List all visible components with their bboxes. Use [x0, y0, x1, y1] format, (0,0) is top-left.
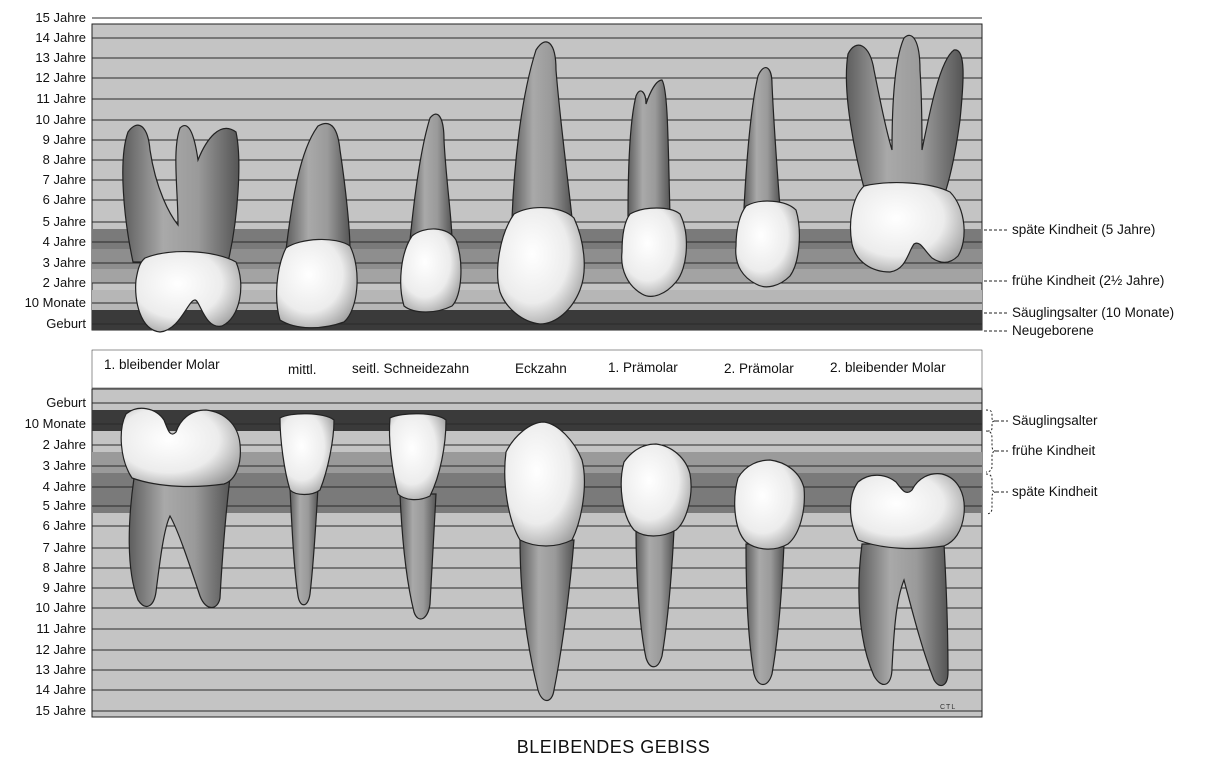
lower-age-label: 10 Jahre — [0, 601, 86, 615]
upper-age-label: 15 Jahre — [0, 11, 86, 25]
lower-age-label: 11 Jahre — [0, 622, 86, 636]
legend-late-childhood-lower: späte Kindheit — [1012, 484, 1098, 500]
lower-age-label: 12 Jahre — [0, 643, 86, 657]
legend-infancy-upper: Säuglingsalter (10 Monate) — [1012, 305, 1174, 321]
upper-age-label: 3 Jahre — [0, 256, 86, 270]
tooth-name-first-premolar: 1. Prämolar — [608, 360, 678, 376]
artist-signature: CTL — [940, 704, 956, 711]
upper-age-label: 5 Jahre — [0, 215, 86, 229]
lower-age-label: 2 Jahre — [0, 438, 86, 452]
upper-age-label: 4 Jahre — [0, 235, 86, 249]
upper-age-label: Geburt — [0, 317, 86, 331]
lower-age-label: 13 Jahre — [0, 663, 86, 677]
legend-newborn-upper: Neugeborene — [1012, 323, 1094, 339]
legend-early-childhood-lower: frühe Kindheit — [1012, 443, 1095, 459]
upper-age-label: 13 Jahre — [0, 51, 86, 65]
lower-age-label: 14 Jahre — [0, 683, 86, 697]
lower-legend-brackets — [986, 410, 1008, 514]
upper-age-label: 2 Jahre — [0, 276, 86, 290]
upper-age-label: 7 Jahre — [0, 173, 86, 187]
lower-age-label: 7 Jahre — [0, 541, 86, 555]
lower-age-label: 5 Jahre — [0, 499, 86, 513]
tooth-name-lateral-incisor: seitl. Schneidezahn — [352, 361, 469, 377]
upper-age-label: 10 Monate — [0, 296, 86, 310]
upper-second-molar — [846, 35, 964, 272]
lower-age-label: 6 Jahre — [0, 519, 86, 533]
tooth-name-canine: Eckzahn — [515, 361, 567, 377]
tooth-name-second-premolar: 2. Prämolar — [724, 361, 794, 377]
lower-age-label: 8 Jahre — [0, 561, 86, 575]
upper-legend-leaders — [984, 230, 1008, 331]
legend-infancy-lower: Säuglingsalter — [1012, 413, 1098, 429]
legend-early-childhood-upper: frühe Kindheit (2½ Jahre) — [1012, 273, 1164, 289]
tooth-name-first-molar: 1. bleibender Molar — [104, 357, 220, 373]
upper-age-label: 11 Jahre — [0, 92, 86, 106]
tooth-name-central-incisor: mittl. — [288, 362, 317, 378]
upper-age-label: 6 Jahre — [0, 193, 86, 207]
legend-late-childhood-upper: späte Kindheit (5 Jahre) — [1012, 222, 1155, 238]
lower-age-label: 4 Jahre — [0, 480, 86, 494]
tooth-name-second-molar: 2. bleibender Molar — [830, 360, 946, 376]
lower-age-label: 15 Jahre — [0, 704, 86, 718]
upper-age-label: 9 Jahre — [0, 133, 86, 147]
lower-age-label: 3 Jahre — [0, 459, 86, 473]
lower-age-label: 9 Jahre — [0, 581, 86, 595]
figure-title: BLEIBENDES GEBISS — [0, 737, 1227, 758]
upper-age-label: 10 Jahre — [0, 113, 86, 127]
lower-age-label: 10 Monate — [0, 417, 86, 431]
upper-age-label: 12 Jahre — [0, 71, 86, 85]
upper-age-label: 14 Jahre — [0, 31, 86, 45]
lower-age-label: Geburt — [0, 396, 86, 410]
upper-age-label: 8 Jahre — [0, 153, 86, 167]
upper-first-molar — [123, 125, 241, 332]
